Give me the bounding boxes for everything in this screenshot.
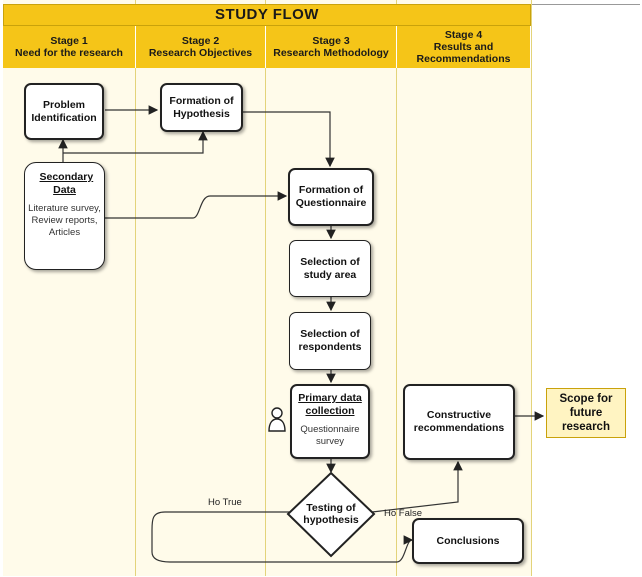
stage-name: Need for the research bbox=[15, 47, 123, 59]
node-label: Selection of respondents bbox=[298, 328, 362, 353]
node-sublabel: Literature survey, Review reports, Artic… bbox=[28, 203, 101, 238]
lane-header-stage-1: Stage 1 Need for the research bbox=[3, 26, 136, 68]
node-label: Selection of study area bbox=[300, 255, 360, 281]
node-formation-of-hypothesis: Formation of Hypothesis bbox=[160, 83, 243, 132]
stage-name: Research Methodology bbox=[273, 47, 389, 59]
edge-hypothesis-questionnaire bbox=[243, 111, 335, 168]
node-secondary-data: Secondary Data Literature survey, Review… bbox=[24, 162, 105, 270]
stage-number: Stage 1 bbox=[50, 35, 88, 47]
node-label: Secondary Data bbox=[39, 171, 94, 196]
stage-name: Results and Recommendations bbox=[416, 41, 511, 65]
node-conclusions: Conclusions bbox=[412, 518, 524, 564]
edge-testing-constructive bbox=[371, 460, 463, 513]
node-label: Formation of Questionnaire bbox=[295, 184, 367, 209]
node-label: Scope for future research bbox=[559, 393, 613, 433]
stage-name: Research Objectives bbox=[148, 47, 253, 59]
edge-secondary-hypothesis bbox=[63, 130, 208, 154]
node-formation-of-questionnaire: Formation of Questionnaire bbox=[288, 168, 374, 226]
stage-number: Stage 2 bbox=[181, 35, 220, 47]
node-primary-data-collection: Primary data collection Questionnaire su… bbox=[290, 384, 370, 459]
lane-header-stage-3: Stage 3 Research Methodology bbox=[266, 26, 397, 68]
node-selection-of-respondents: Selection of respondents bbox=[289, 312, 371, 370]
node-sublabel: Questionnaire survey bbox=[300, 424, 360, 447]
edge-ho-true bbox=[151, 511, 414, 563]
node-label: Conclusions bbox=[436, 534, 500, 547]
node-selection-of-study-area: Selection of study area bbox=[289, 240, 371, 297]
node-constructive-recommendations: Constructive recommendations bbox=[403, 384, 515, 460]
node-testing-of-hypothesis: Testing of hypothesis bbox=[303, 502, 359, 526]
node-problem-identification: Problem Identification bbox=[24, 83, 104, 140]
outer-area bbox=[532, 4, 640, 577]
testing-diamond bbox=[286, 471, 376, 558]
label-ho-true: Ho True bbox=[208, 497, 242, 508]
node-label: Problem Identification bbox=[31, 98, 97, 124]
edge-secondary-questionnaire bbox=[105, 191, 288, 219]
stage-number: Stage 4 bbox=[444, 29, 483, 41]
lane-header-stage-2: Stage 2 Research Objectives bbox=[136, 26, 266, 68]
node-label: Constructive recommendations bbox=[413, 409, 505, 434]
person-icon bbox=[268, 407, 286, 432]
stage-number: Stage 3 bbox=[312, 35, 350, 47]
lane-header-stage-4: Stage 4 Results and Recommendations bbox=[397, 26, 531, 68]
node-label: Primary data collection bbox=[298, 392, 362, 417]
node-label: Formation of Hypothesis bbox=[169, 94, 234, 120]
label-ho-false: Ho False bbox=[384, 508, 423, 519]
node-scope-for-future-research: Scope for future research bbox=[546, 388, 626, 438]
lane-stage-4 bbox=[397, 0, 532, 576]
diagram-title: STUDY FLOW bbox=[3, 4, 531, 26]
